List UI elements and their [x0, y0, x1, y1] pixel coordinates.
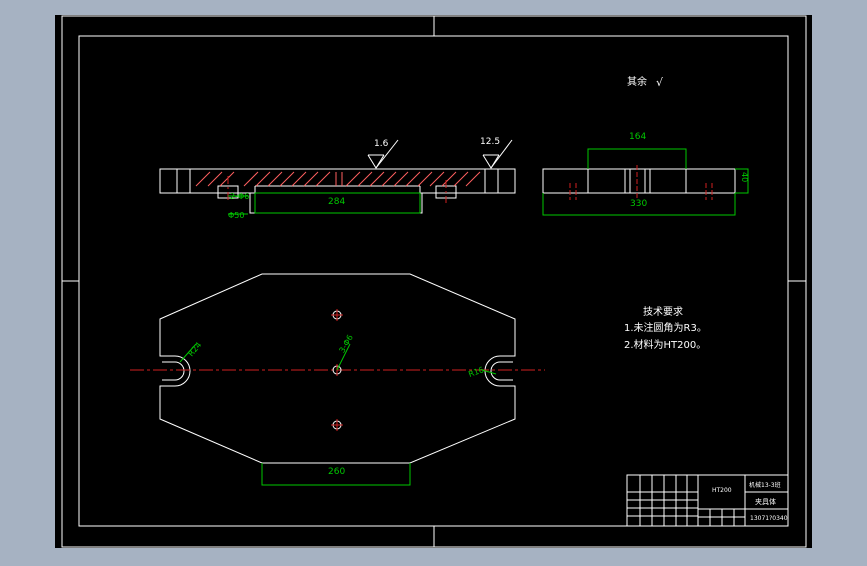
- roughness-symbol: √: [656, 76, 664, 89]
- roughness-note: 其余: [627, 75, 647, 88]
- roughness-mark-top: [367, 139, 399, 169]
- title-drawing-no: 13071?0340: [750, 515, 788, 522]
- end-view: 164 330 40: [542, 132, 749, 216]
- title-part-name: 夹具体: [755, 497, 776, 506]
- tech-line-1: 1.未注圆角为R3。: [624, 321, 707, 334]
- section-hatch: [195, 171, 481, 187]
- side-section-view: 1.6 12.5 284 2-Φ6 Φ50: [159, 137, 516, 220]
- tech-requirements: 技术要求 1.未注圆角为R3。 2.材料为HT200。: [624, 305, 707, 351]
- centering-marks: [62, 16, 806, 547]
- tech-line-2: 2.材料为HT200。: [624, 338, 706, 351]
- end-dim-height: 40: [740, 172, 749, 182]
- roughness-value-right: 12.5: [480, 137, 500, 147]
- title-school: 机械13-3班: [749, 481, 781, 489]
- end-dim-top: 164: [629, 132, 646, 142]
- dim-depth: Φ50: [228, 211, 244, 220]
- plan-dim-bottom: 260: [328, 467, 345, 477]
- roughness-mark-right: [482, 139, 513, 169]
- dim-length: 284: [328, 197, 345, 207]
- dim-slot: 2-Φ6: [230, 192, 249, 201]
- drawing-background: [55, 15, 812, 548]
- title-material: HT200: [712, 487, 732, 494]
- tech-title: 技术要求: [643, 305, 683, 318]
- end-dim-bottom: 330: [630, 199, 647, 209]
- title-block: HT200 机械13-3班 夹具体 13071?0340: [626, 474, 789, 527]
- roughness-value-top: 1.6: [374, 139, 389, 149]
